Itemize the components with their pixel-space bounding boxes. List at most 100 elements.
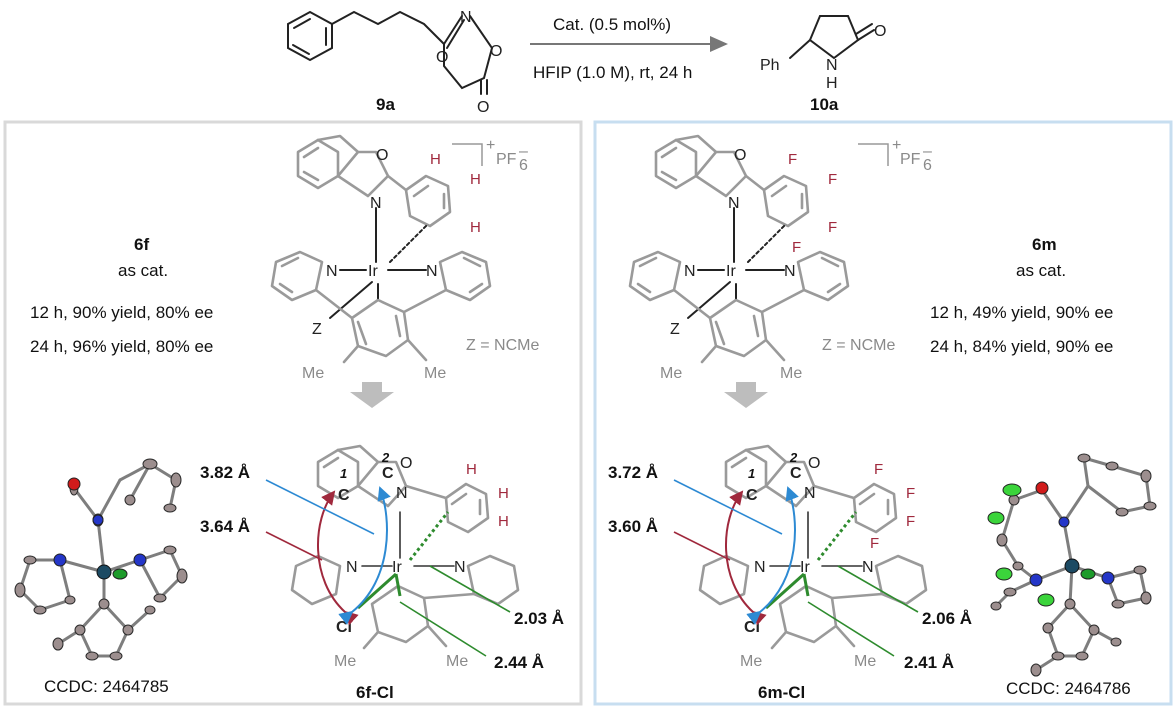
left-n-oxazoline: N	[370, 195, 382, 212]
right-charge: +	[892, 137, 901, 154]
left-counterion-sub: 6	[519, 157, 528, 174]
left-me-2: Me	[424, 365, 446, 382]
left-xray-c2: C	[382, 465, 394, 482]
right-xray-f-2: F	[906, 485, 915, 502]
right-xray-n-3: N	[804, 485, 816, 502]
right-leader-4	[807, 601, 895, 657]
conditions-catalyst: Cat. (0.5 mol%)	[553, 15, 671, 34]
left-xray-h-3: H	[498, 513, 509, 530]
left-o-oxazoline: O	[376, 147, 388, 164]
reactant-n-atom: N	[460, 9, 472, 26]
right-cat-id: 6m	[1032, 235, 1057, 254]
right-distance-4: 2.41 Å	[904, 653, 954, 672]
left-n-pyridine: N	[326, 263, 338, 280]
left-distance-1: 3.82 Å	[200, 463, 250, 482]
reactant-9a: N O O O	[287, 9, 502, 116]
right-red-curve	[725, 490, 767, 626]
reactant-o-atom: O	[490, 43, 502, 60]
right-xray-o: O	[808, 455, 820, 472]
conditions-solvent: HFIP (1.0 M), rt, 24 h	[533, 63, 692, 82]
left-n-pyridine-2: N	[426, 263, 438, 280]
left-xray-o: O	[400, 455, 412, 472]
right-xray-f-3: F	[906, 513, 915, 530]
left-distance-2: 3.64 Å	[200, 517, 250, 536]
left-result-12h: 12 h, 90% yield, 80% ee	[30, 303, 213, 322]
left-xray-ortep	[14, 458, 188, 661]
reactant-propyl-chain	[331, 10, 445, 45]
left-down-arrow	[350, 382, 394, 408]
right-xray-num1: 1	[748, 466, 755, 481]
right-blue-curve	[746, 486, 799, 625]
right-xray-ortep	[987, 453, 1157, 677]
left-counterion: PF	[496, 151, 517, 168]
reactant-o-atom-2: O	[436, 49, 448, 66]
left-leader-1	[265, 479, 375, 535]
left-xray-num2: 2	[381, 450, 390, 465]
right-xray-f-4: F	[870, 535, 879, 552]
right-xray-n-1: N	[754, 559, 766, 576]
right-z-definition: Z = NCMe	[822, 337, 895, 354]
right-panel-frame	[593, 120, 1173, 706]
product-n-atom: N	[826, 57, 838, 74]
right-xray-me-2: Me	[854, 653, 876, 670]
right-xray-id: 6m-Cl	[758, 683, 805, 702]
left-xray-c1: C	[338, 487, 350, 504]
left-xray-cl: Cl	[336, 619, 352, 636]
right-leader-3	[837, 565, 919, 613]
left-ir-atom: Ir	[368, 263, 378, 280]
right-n-pyridine-2: N	[784, 263, 796, 280]
right-ccdc: CCDC: 2464786	[1006, 679, 1131, 698]
right-f-2: F	[828, 171, 837, 188]
right-counterion-sub: 6	[923, 157, 932, 174]
reactant-carbonyl-o: O	[477, 99, 489, 116]
left-cat-id: 6f	[134, 235, 149, 254]
right-distance-3: 2.06 Å	[922, 609, 972, 628]
left-h-1: H	[430, 151, 441, 168]
right-counterion: PF	[900, 151, 921, 168]
left-xray-ir: Ir	[392, 559, 402, 576]
left-leader-2	[265, 531, 323, 561]
right-xray-f-1: F	[874, 461, 883, 478]
left-red-curve	[317, 490, 359, 626]
left-xray-n-1: N	[346, 559, 358, 576]
product-10a: O N H Ph	[760, 15, 886, 92]
left-result-24h: 24 h, 96% yield, 80% ee	[30, 337, 213, 356]
product-lactam-ring	[808, 15, 860, 60]
right-leader-2	[673, 531, 731, 561]
right-down-arrow	[724, 382, 768, 408]
left-me-1: Me	[302, 365, 324, 382]
right-me-1: Me	[660, 365, 682, 382]
right-xray-ir: Ir	[800, 559, 810, 576]
reactant-label: 9a	[376, 95, 395, 114]
left-panel-frame	[3, 120, 583, 706]
left-distance-3: 2.03 Å	[514, 609, 564, 628]
right-xray-num2: 2	[789, 450, 798, 465]
left-catalyst-structure: Ir N N N O Z Me Me H H H + PF 6 –	[270, 134, 528, 382]
right-f-1: F	[788, 151, 797, 168]
product-h-atom: H	[826, 75, 838, 92]
left-chloride-complex: Ir N N N O C C 1 2 Cl Me Me H H H	[290, 444, 520, 670]
left-xray-id: 6f-Cl	[356, 683, 394, 702]
left-distance-4: 2.44 Å	[494, 653, 544, 672]
product-label: 10a	[810, 95, 839, 114]
left-z-ligand: Z	[312, 321, 322, 338]
right-xray-cl: Cl	[744, 619, 760, 636]
left-z-definition: Z = NCMe	[466, 337, 539, 354]
right-f-4: F	[792, 239, 801, 256]
left-xray-n-3: N	[396, 485, 408, 502]
right-xray-me-1: Me	[740, 653, 762, 670]
right-xray-c2: C	[790, 465, 802, 482]
right-f-3: F	[828, 219, 837, 236]
right-n-pyridine: N	[684, 263, 696, 280]
left-xray-num1: 1	[340, 466, 347, 481]
left-xray-h-1: H	[466, 461, 477, 478]
right-leader-1	[673, 479, 783, 535]
left-xray-h-2: H	[498, 485, 509, 502]
right-xray-n-2: N	[862, 559, 874, 576]
reactant-dioxazolone-ring	[443, 15, 494, 90]
left-charge: +	[486, 137, 495, 154]
left-h-3: H	[470, 219, 481, 236]
right-catalyst-structure: Ir N N N O Z Me Me F F F F + PF 6 –	[628, 134, 932, 382]
right-z-ligand: Z	[670, 321, 680, 338]
